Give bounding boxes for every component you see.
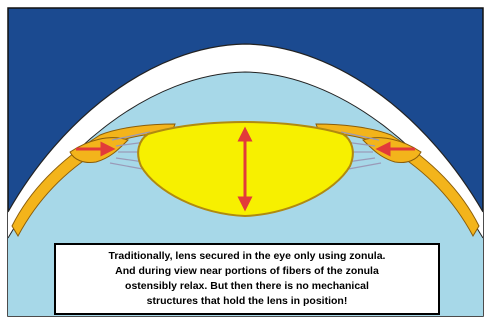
caption-line-1: Traditionally, lens secured in the eye o… <box>109 250 386 262</box>
caption-line-3: ostensibly relax. But then there is no m… <box>125 280 369 292</box>
caption-box: Traditionally, lens secured in the eye o… <box>54 243 440 315</box>
caption-line-4: structures that hold the lens in positio… <box>147 295 348 307</box>
caption-line-2: And during view near portions of fibers … <box>115 265 379 277</box>
caption-text: Traditionally, lens secured in the eye o… <box>109 249 386 309</box>
